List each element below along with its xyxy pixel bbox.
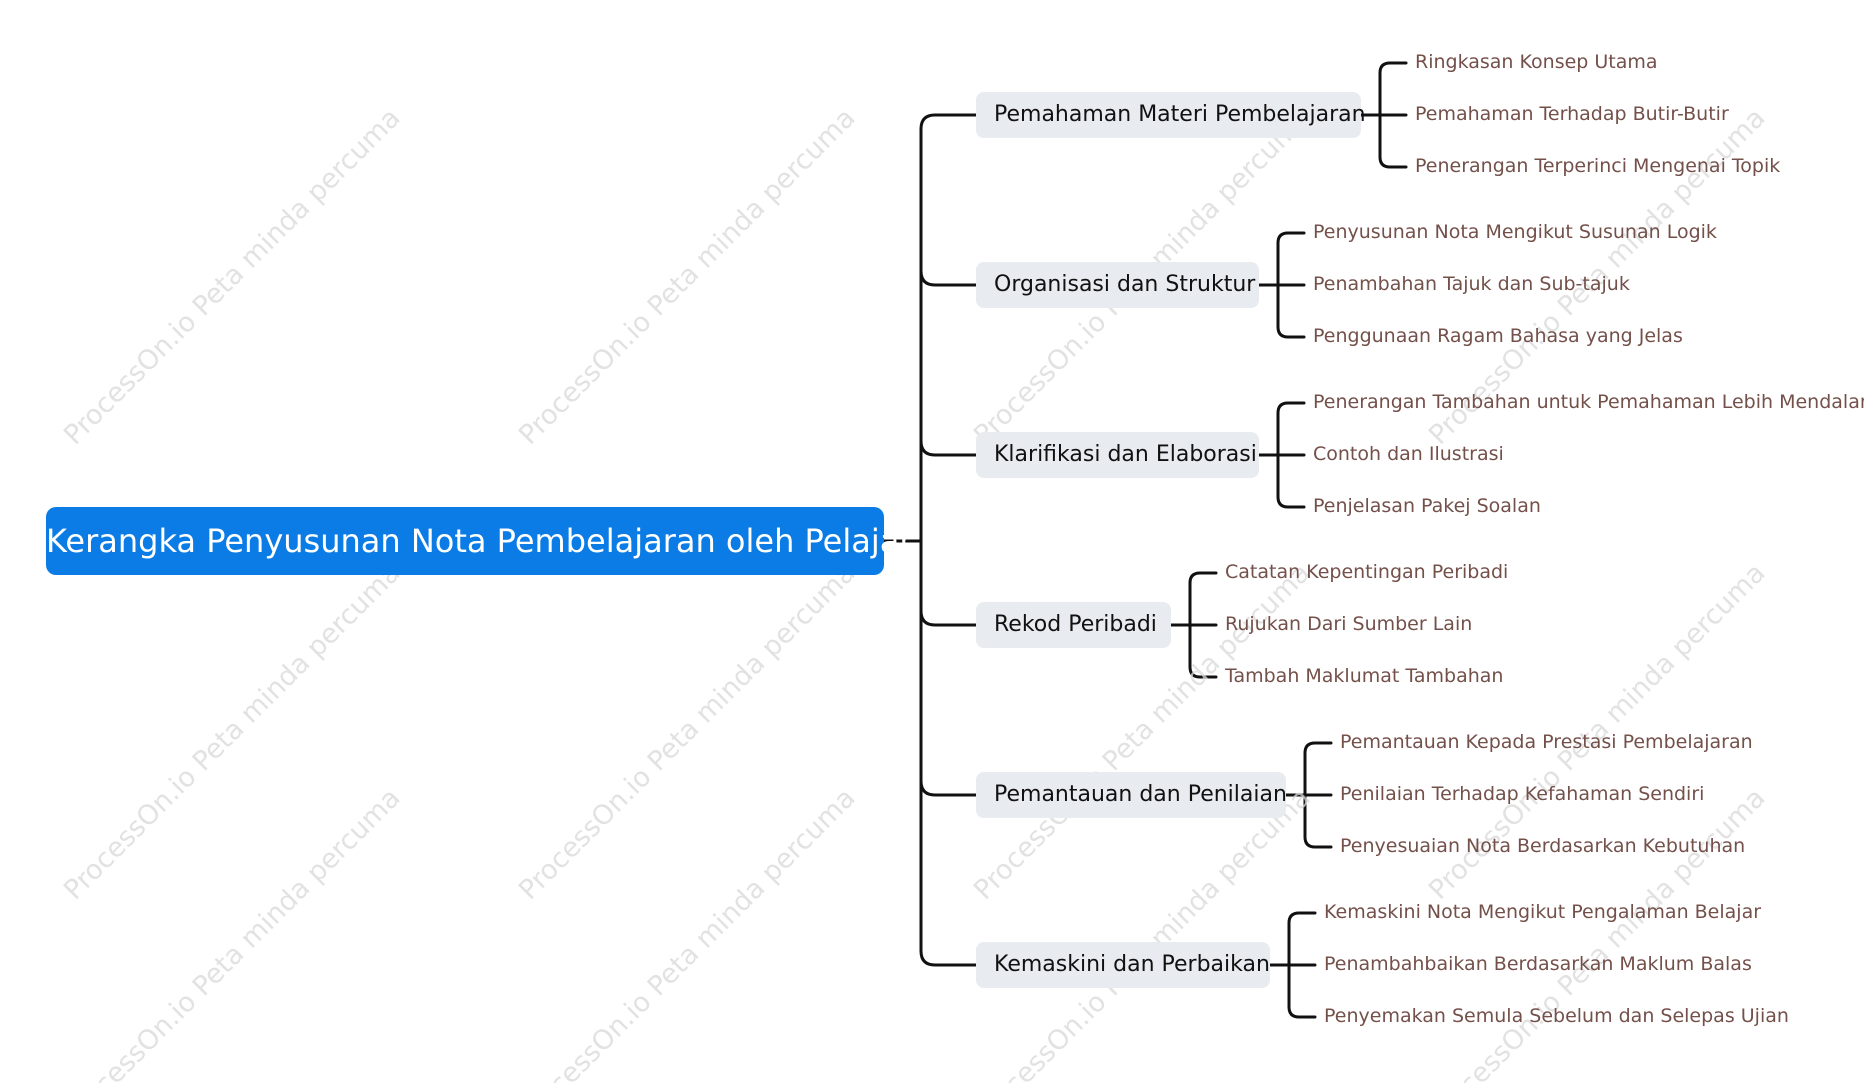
subtopic-item[interactable]: Catatan Kepentingan Peribadi <box>1225 561 1509 583</box>
subtopic-bracket <box>1276 401 1306 509</box>
subtopic-item[interactable]: Penjelasan Pakej Soalan <box>1313 495 1541 517</box>
subtopic-item[interactable]: Penyesuaian Nota Berdasarkan Kebutuhan <box>1340 835 1746 857</box>
subtopic-bracket <box>1287 911 1317 1019</box>
trunk-connector <box>919 113 978 967</box>
branch-connector <box>919 439 978 457</box>
subtopic-item[interactable]: Rujukan Dari Sumber Lain <box>1225 613 1473 635</box>
subtopic-item[interactable]: Pemantauan Kepada Prestasi Pembelajaran <box>1340 731 1753 753</box>
subtopic-item[interactable]: Pemahaman Terhadap Butir-Butir <box>1415 103 1729 125</box>
subtopic-item[interactable]: Penambahbaikan Berdasarkan Maklum Balas <box>1324 953 1752 975</box>
subtopic-item[interactable]: Penyusunan Nota Mengikut Susunan Logik <box>1313 221 1717 243</box>
branch-connector <box>919 269 978 287</box>
branch-topic[interactable]: Pemantauan dan Penilaian <box>976 772 1287 818</box>
subtopic-item[interactable]: Penerangan Terperinci Mengenai Topik <box>1415 155 1781 177</box>
subtopic-item[interactable]: Kemaskini Nota Mengikut Pengalaman Belaj… <box>1324 901 1762 923</box>
branch-topic[interactable]: Klarifikasi dan Elaborasi <box>976 432 1259 478</box>
subtopic-item[interactable]: Contoh dan Ilustrasi <box>1313 443 1504 465</box>
subtopic-item[interactable]: Tambah Maklumat Tambahan <box>1225 665 1504 687</box>
subtopic-bracket <box>1303 741 1333 849</box>
subtopic-item[interactable]: Ringkasan Konsep Utama <box>1415 51 1658 73</box>
subtopic-bracket <box>1378 61 1408 169</box>
branch-connector <box>919 779 978 797</box>
subtopic-item[interactable]: Penggunaan Ragam Bahasa yang Jelas <box>1313 325 1683 347</box>
subtopic-item[interactable]: Penerangan Tambahan untuk Pemahaman Lebi… <box>1313 391 1864 413</box>
branch-topic[interactable]: Pemahaman Materi Pembelajaran <box>976 92 1366 138</box>
subtopic-item[interactable]: Penilaian Terhadap Kefahaman Sendiri <box>1340 783 1705 805</box>
branch-topic[interactable]: Kemaskini dan Perbaikan <box>976 942 1270 988</box>
root-topic[interactable]: Kerangka Penyusunan Nota Pembelajaran ol… <box>46 507 913 575</box>
subtopic-bracket <box>1188 571 1218 679</box>
subtopic-bracket <box>1276 231 1306 339</box>
branch-connector <box>919 609 978 627</box>
subtopic-item[interactable]: Penambahan Tajuk dan Sub-tajuk <box>1313 273 1630 295</box>
branch-topic[interactable]: Organisasi dan Struktur <box>976 262 1259 308</box>
subtopic-item[interactable]: Penyemakan Semula Sebelum dan Selepas Uj… <box>1324 1005 1789 1027</box>
branch-topic[interactable]: Rekod Peribadi <box>976 602 1171 648</box>
